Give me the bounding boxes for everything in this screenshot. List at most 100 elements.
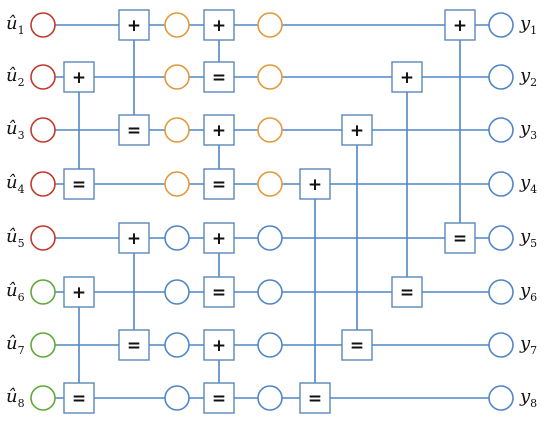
label-subscript: 6 [18,291,25,304]
input-label-2: û2 [6,65,25,89]
operator-box [299,382,331,414]
label-subscript: 8 [530,397,537,410]
operator-box [203,222,235,254]
variable-node [164,385,190,411]
stage1-node-row-2: + [63,61,95,93]
output-label-4: y4 [519,172,537,196]
xor-symbol: + [212,229,226,249]
xor-symbol: + [212,336,226,356]
erased-variable-node [257,117,283,143]
input-node-8 [30,385,56,411]
stage4-node-row-1: + [444,9,476,41]
operator-box [203,61,235,93]
nodes-layer: +=+=+=+=+=+=+=+=+=+=+=+= [30,9,514,414]
label-symbol: û [6,13,18,34]
output-node-3 [488,117,514,143]
stage3-node-row-7: + [203,329,235,361]
equal-symbol: = [212,68,226,88]
label-symbol: û [6,386,18,407]
label-subscript: 3 [530,129,537,142]
xor-symbol: + [350,121,364,141]
label-subscript: 2 [18,76,25,89]
operator-box [341,114,373,146]
input-label-4: û4 [6,172,25,196]
operator-box [63,168,95,200]
stage4-node-row-4: + [299,168,331,200]
stage1-node-row-8: = [63,382,95,414]
input-label-7: û7 [6,333,25,357]
label-symbol: y [519,333,531,354]
operator-box [341,329,373,361]
operator-box [203,168,235,200]
stage3-node-row-3: + [203,114,235,146]
label-subscript: 4 [530,183,537,196]
label-symbol: û [6,172,18,193]
equal-symbol: = [212,175,226,195]
stage1-node-row-4: = [63,168,95,200]
erased-variable-node [257,12,283,38]
stage2-node-row-1: + [118,9,150,41]
output-node-7 [488,332,514,358]
stage4-node-row-5: = [444,222,476,254]
output-label-3: y3 [519,118,537,142]
operator-box [203,329,235,361]
operator-box [63,382,95,414]
input-node-1 [30,12,56,38]
operator-box [444,9,476,41]
input-node-2 [30,64,56,90]
equal-symbol: = [127,336,141,356]
output-label-6: y6 [519,280,537,304]
input-node-6 [30,279,56,305]
operator-box [444,222,476,254]
label-symbol: û [6,226,18,247]
stage4-node-row-7: = [341,329,373,361]
stage4-node-row-2: + [391,61,423,93]
equal-symbol: = [212,389,226,409]
operator-box [63,276,95,308]
input-node-3 [30,117,56,143]
label-symbol: y [519,280,531,301]
label-symbol: û [6,118,18,139]
stage3-node-row-5: + [203,222,235,254]
operator-box [118,329,150,361]
label-symbol: y [519,65,531,86]
label-subscript: 1 [530,24,537,37]
operator-box [118,114,150,146]
output-label-7: y7 [519,333,537,357]
equal-symbol: = [350,336,364,356]
stage3-node-row-8: = [203,382,235,414]
output-label-1: y1 [519,13,537,37]
equal-symbol: = [308,389,322,409]
output-node-2 [488,64,514,90]
operator-box [203,382,235,414]
label-subscript: 3 [18,129,25,142]
operator-box [391,61,423,93]
label-symbol: û [6,280,18,301]
stage4-node-row-6: = [391,276,423,308]
label-symbol: y [519,226,531,247]
equal-symbol: = [72,175,86,195]
label-symbol: y [519,172,531,193]
equal-symbol: = [212,283,226,303]
input-label-5: û5 [6,226,25,250]
erased-variable-node [164,117,190,143]
variable-node [164,225,190,251]
xor-symbol: + [72,68,86,88]
operator-box [118,222,150,254]
label-subscript: 8 [18,397,25,410]
xor-symbol: + [72,283,86,303]
label-subscript: 7 [530,344,537,357]
operator-box [118,9,150,41]
label-subscript: 4 [18,183,25,196]
output-label-5: y5 [519,226,537,250]
xor-symbol: + [212,16,226,36]
xor-symbol: + [453,16,467,36]
equal-symbol: = [127,121,141,141]
input-label-6: û6 [6,280,25,304]
label-symbol: y [519,386,531,407]
label-subscript: 2 [530,76,537,89]
label-symbol: û [6,65,18,86]
operator-box [203,114,235,146]
input-node-4 [30,171,56,197]
